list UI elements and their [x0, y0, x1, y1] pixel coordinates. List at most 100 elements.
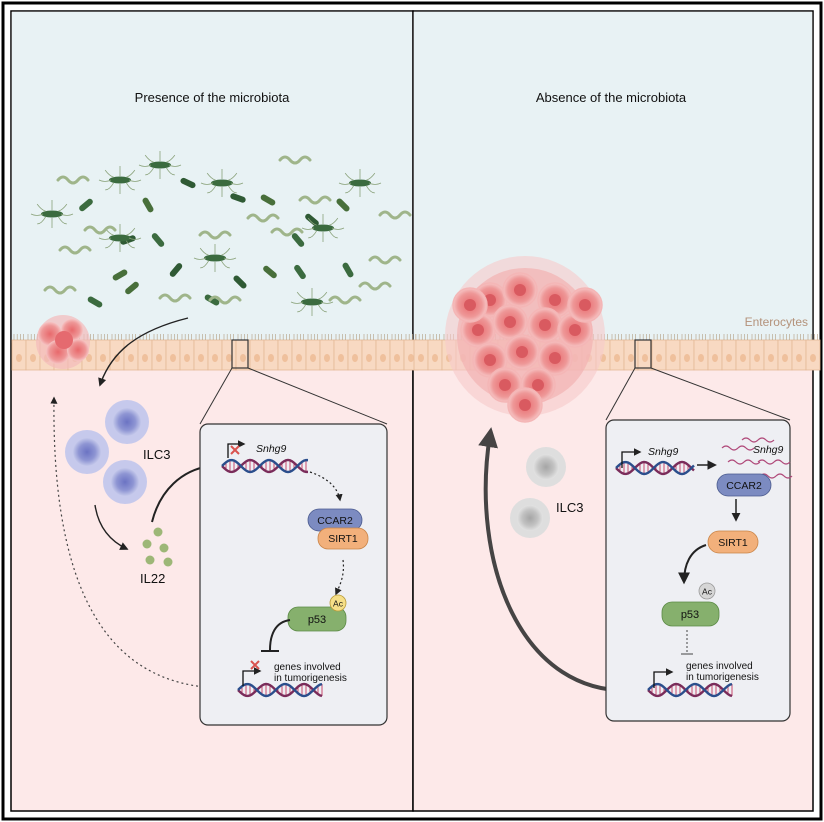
tumor-growth-arrow	[478, 427, 639, 693]
spiral-bacterium	[270, 227, 304, 237]
spiral-bacterium	[328, 295, 362, 305]
flagellated-bacterium	[301, 298, 323, 306]
flagellated-bacterium	[204, 254, 226, 262]
spiral-bacterium	[358, 281, 392, 291]
il22-molecules	[142, 527, 173, 567]
snhg9-rna-strands	[721, 437, 793, 479]
bacterium	[291, 233, 305, 247]
genes-label-right-1: genes involved	[686, 661, 753, 672]
flagellated-bacterium	[109, 176, 131, 184]
right-panel-title: Absence of the microbiota	[536, 90, 687, 105]
ilc3-to-il22-arrow	[94, 504, 129, 550]
dashed-tumor-arrow	[50, 396, 229, 689]
bacterium	[230, 193, 246, 203]
sirt1-to-p53-arrow-left	[335, 559, 345, 596]
ccar2-label-right: CCAR2	[726, 480, 762, 492]
ac-label-right: Ac	[702, 587, 713, 597]
epithelium-left	[11, 334, 419, 371]
snhg9-to-ccar2-arrow-left	[309, 471, 343, 502]
rna-strand	[721, 445, 755, 451]
small-tumor	[36, 315, 90, 369]
zoom-box-left	[231, 339, 249, 369]
rna-strand	[727, 459, 761, 465]
p53-label-left: p53	[308, 614, 326, 626]
promoter-arrow-genes-left	[242, 667, 262, 686]
il22-label: IL22	[140, 571, 165, 586]
flagellated-bacterium	[149, 161, 171, 169]
snhg9-rna-label-right: Snhg9	[753, 444, 784, 456]
large-tumor	[445, 256, 605, 423]
ilc3-label-right: ILC3	[556, 500, 583, 515]
ccar2-label-left: CCAR2	[317, 515, 353, 527]
zoom-line-left-b	[247, 367, 388, 425]
zoom-line-left-a	[199, 367, 233, 425]
p53-label-right: p53	[681, 609, 699, 621]
enterocytes-label: Enterocytes	[745, 315, 808, 329]
bacterium	[79, 198, 93, 212]
p53-node-left	[287, 606, 347, 632]
genes-dna-right	[647, 682, 733, 698]
snhg9-dna-left	[221, 458, 309, 474]
ac-badge-right	[698, 582, 716, 600]
zoom-line-right-b	[650, 367, 791, 421]
sirt1-node-left	[317, 527, 369, 550]
promoter-arrow-right	[621, 448, 642, 468]
microbiota-to-ilc3-arrow	[98, 317, 189, 387]
spiral-bacterium	[56, 175, 90, 185]
bacterium	[336, 198, 350, 212]
spiral-bacterium	[378, 210, 412, 220]
repression-x-genes-left	[250, 660, 260, 670]
spiral-bacterium	[368, 255, 402, 265]
rna-strand	[757, 459, 791, 465]
bacterium	[180, 177, 196, 189]
promoter-arrow-left	[227, 440, 246, 458]
spiral-bacterium	[158, 293, 192, 303]
snhg9-dna-right	[615, 460, 695, 476]
bacterium	[342, 262, 354, 278]
ac-label-left: Ac	[333, 599, 344, 609]
bacterium	[151, 233, 165, 247]
spiral-bacterium	[83, 225, 117, 235]
zoom-line-right-a	[605, 367, 636, 421]
spiral-bacterium	[198, 230, 232, 240]
spiral-bacterium	[246, 213, 280, 223]
bacterium	[263, 265, 277, 279]
bacterium	[112, 269, 128, 281]
snhg9-gene-label-left: Snhg9	[256, 443, 287, 455]
bacterium	[169, 263, 183, 277]
ilc3-label-left: ILC3	[143, 447, 170, 462]
bacterium	[294, 264, 306, 280]
flagellated-bacterium	[211, 179, 233, 187]
zoom-box-right	[634, 339, 652, 369]
spiral-bacterium	[58, 245, 92, 255]
sirt1-to-p53-arrow-right	[678, 544, 707, 585]
spiral-bacterium	[278, 155, 312, 165]
ilc3-cells-left	[65, 400, 149, 504]
bacterium	[260, 194, 276, 206]
microbiota	[30, 151, 412, 316]
spiral-bacterium	[298, 195, 332, 205]
sirt1-label-left: SIRT1	[328, 533, 358, 545]
bacterium	[142, 197, 154, 213]
flagellated-bacterium	[349, 179, 371, 187]
ccar2-node-right	[716, 473, 772, 497]
genes-label-right-2: in tumorigenesis	[686, 672, 759, 683]
bacterium	[87, 296, 103, 308]
sirt1-node-right	[707, 530, 759, 554]
p53-node-right	[661, 601, 720, 627]
bacterium	[125, 281, 139, 295]
sirt1-label-right: SIRT1	[718, 537, 748, 549]
repression-x-left	[230, 445, 240, 455]
genes-label-left-2: in tumorigenesis	[274, 673, 347, 684]
p53-inhibition-line	[269, 619, 291, 651]
snhg9-gene-label-right: Snhg9	[648, 446, 679, 458]
ac-badge-left	[329, 594, 347, 612]
spiral-bacterium	[43, 285, 77, 295]
rna-strand	[741, 437, 775, 443]
bacterium	[305, 213, 319, 227]
flagellated-bacterium	[109, 234, 131, 242]
spiral-bacterium	[208, 295, 242, 305]
rna-strand	[759, 473, 793, 479]
genes-label-left-1: genes involved	[274, 662, 341, 673]
